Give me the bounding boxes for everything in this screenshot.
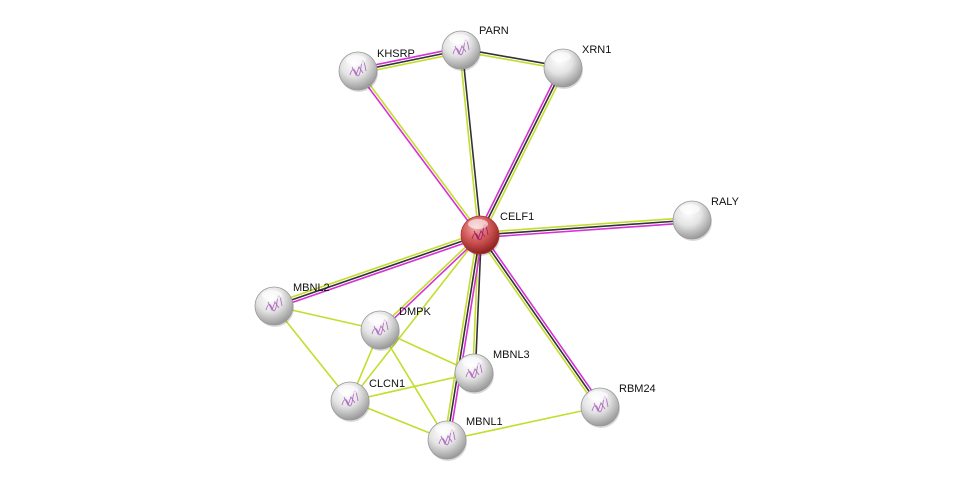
node-mbnl2[interactable]: MBNL2 — [254, 282, 330, 327]
node-label: MBNL2 — [293, 282, 330, 294]
edge-evidence-coexpression — [479, 234, 601, 408]
edge-evidence-textmining — [458, 50, 480, 236]
node-highlight — [435, 424, 455, 434]
node-highlight — [468, 219, 488, 229]
node-label: KHSRP — [377, 48, 415, 60]
node-rbm24[interactable]: RBM24 — [580, 383, 656, 428]
edge-evidence-experiments — [274, 236, 482, 310]
edge-evidence-textmining — [446, 406, 601, 441]
node-clcn1[interactable]: CLCN1 — [330, 378, 405, 422]
node-highlight — [588, 391, 608, 401]
edge-evidence-textmining — [358, 69, 482, 235]
node-xrn1[interactable]: XRN1 — [543, 44, 611, 89]
node-khsrp[interactable]: KHSRP — [338, 48, 415, 92]
edge-celf1-raly[interactable] — [479, 216, 693, 239]
edge-evidence-textmining — [471, 234, 480, 373]
node-label: CELF1 — [500, 211, 534, 223]
edge-mbnl2-clcn1[interactable] — [273, 305, 351, 402]
edge-evidence-textmining — [349, 234, 481, 402]
node-label: RBM24 — [619, 383, 656, 395]
edges-layer — [272, 46, 693, 441]
node-highlight — [551, 52, 571, 62]
edge-evidence-textmining — [378, 233, 480, 330]
node-highlight — [338, 385, 358, 395]
edge-evidence-experiments — [476, 66, 562, 235]
node-raly[interactable]: RALY — [672, 196, 740, 241]
edge-celf1-mbnl2[interactable] — [272, 231, 482, 310]
node-mbnl1[interactable]: MBNL1 — [427, 416, 503, 461]
edge-evidence-experiments — [480, 221, 693, 239]
edge-evidence-textmining — [479, 216, 692, 234]
edge-evidence-experiments — [380, 235, 482, 332]
edge-evidence-coexpression — [446, 234, 481, 441]
node-label: CLCN1 — [369, 378, 405, 390]
edge-evidence-textmining — [272, 231, 480, 305]
node-label: MBNL1 — [466, 416, 503, 428]
node-highlight — [262, 290, 282, 300]
edge-evidence-textmining — [443, 234, 479, 440]
edge-evidence-textmining — [379, 329, 448, 441]
edge-celf1-rbm24[interactable] — [477, 233, 603, 409]
edge-evidence-textmining — [481, 68, 567, 237]
node-highlight — [449, 34, 469, 44]
edge-celf1-khsrp[interactable] — [356, 69, 482, 237]
node-highlight — [346, 55, 366, 65]
edge-celf1-dmpk[interactable] — [378, 233, 482, 332]
edge-evidence-textmining — [477, 236, 599, 409]
edge-celf1-parn[interactable] — [458, 49, 483, 236]
edge-evidence-coexpression — [474, 235, 483, 374]
edge-evidence-experiments — [356, 71, 480, 237]
node-mbnl3[interactable]: MBNL3 — [454, 349, 530, 394]
edge-evidence-experiments — [481, 233, 603, 406]
node-label: RALY — [711, 196, 740, 208]
node-dmpk[interactable]: DMPK — [360, 306, 431, 351]
edge-dmpk-mbnl1[interactable] — [379, 329, 448, 441]
edge-evidence-coexpression — [479, 219, 693, 236]
edge-mbnl1-rbm24[interactable] — [446, 406, 601, 441]
edge-celf1-xrn1[interactable] — [476, 66, 567, 237]
node-label: PARN — [479, 25, 509, 37]
edge-celf1-mbnl1[interactable] — [443, 234, 484, 441]
edge-celf1-mbnl3[interactable] — [471, 234, 483, 374]
edge-evidence-coexpression — [479, 67, 564, 236]
node-label: XRN1 — [582, 44, 611, 56]
node-highlight — [462, 357, 482, 367]
edge-celf1-clcn1[interactable] — [349, 234, 481, 402]
node-label: MBNL3 — [493, 349, 530, 361]
edge-evidence-coexpression — [461, 49, 483, 235]
edge-evidence-textmining — [349, 372, 475, 402]
node-label: DMPK — [399, 306, 431, 318]
node-highlight — [368, 314, 388, 324]
edge-evidence-experiments — [448, 235, 484, 441]
node-celf1[interactable]: CELF1 — [460, 211, 534, 256]
edge-evidence-coexpression — [273, 234, 481, 307]
node-highlight — [680, 204, 700, 214]
edge-evidence-textmining — [273, 305, 351, 402]
edge-clcn1-mbnl3[interactable] — [349, 372, 475, 402]
node-parn[interactable]: PARN — [441, 25, 509, 71]
